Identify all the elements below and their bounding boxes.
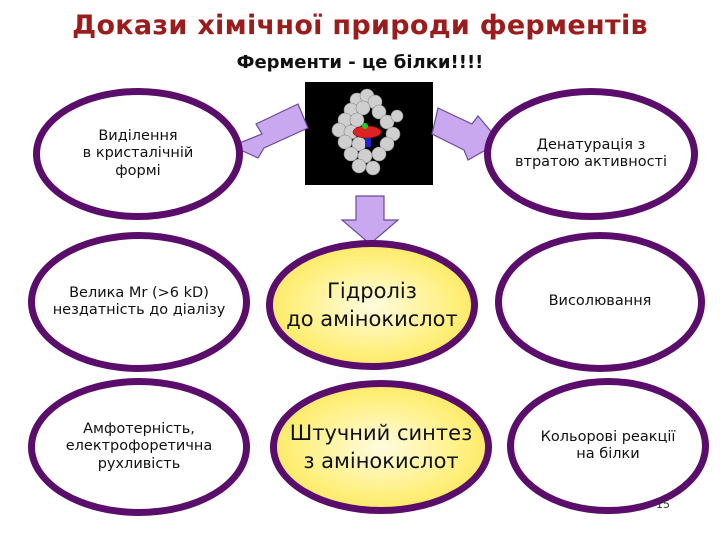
- node-denaturation: Денатурація з втратою активності: [484, 88, 698, 220]
- node-amphoteric: Амфотерність, електрофоретична рухливіст…: [28, 378, 250, 516]
- node-crystal: Виділення в кристалічній формі: [33, 88, 243, 220]
- node-synthesis: Штучний синтез з амінокислот: [270, 380, 492, 514]
- page-subtitle: Ферменти - це білки!!!!: [236, 52, 484, 73]
- node-mass: Велика Mr (>6 kD) нездатність до діалізу: [28, 232, 250, 372]
- page-number: 15: [656, 498, 670, 511]
- node-salting: Висолювання: [495, 232, 705, 372]
- arrow-to-hydrolysis: [340, 195, 400, 245]
- page-title: Докази хімічної природи ферментів: [72, 10, 648, 41]
- node-color-reactions: Кольорові реакції на білки: [507, 378, 709, 514]
- node-hydrolysis: Гідроліз до амінокислот: [266, 240, 478, 370]
- arrow-to-crystal: [230, 103, 309, 159]
- protein-molecule-image: [305, 82, 433, 185]
